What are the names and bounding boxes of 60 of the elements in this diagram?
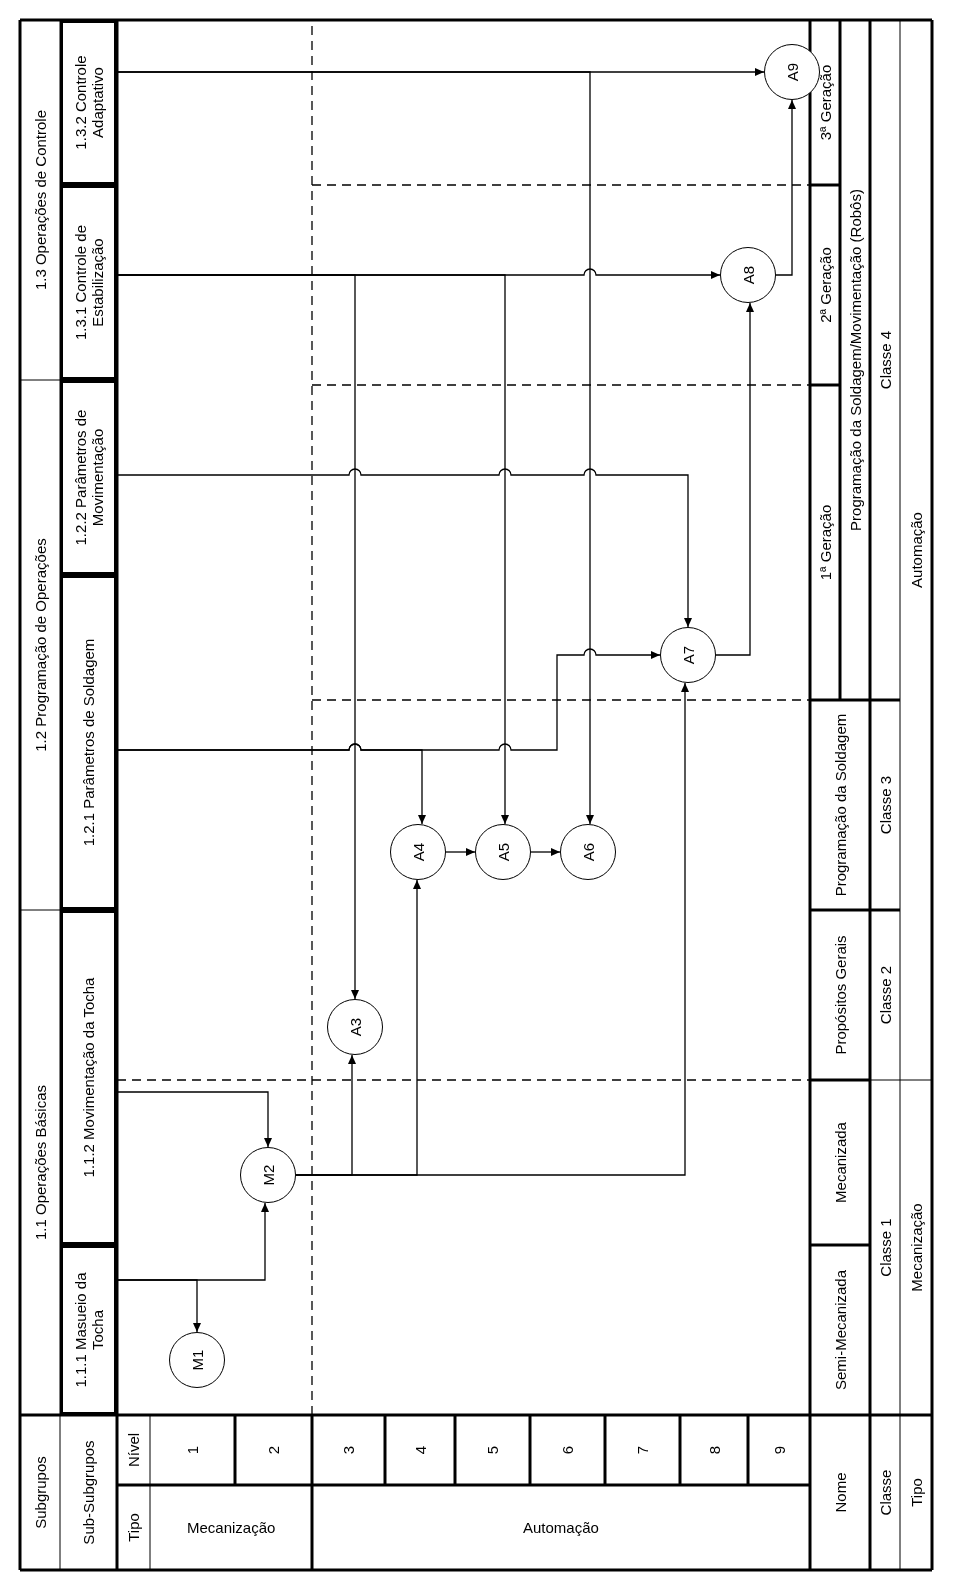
class-label: Classe 3 [876, 775, 894, 835]
connector-arrow [116, 1202, 269, 1281]
circle-node: A4 [390, 824, 446, 880]
generation-label: 2ª Geração [816, 247, 834, 323]
class-label: Classe 4 [876, 330, 894, 390]
connector-arrow [116, 268, 721, 279]
category-label: Propósitos Gerais [831, 935, 849, 1055]
type-label: Automação [523, 1519, 599, 1536]
level-number: 7 [634, 1445, 651, 1455]
row-header: Classe [876, 1469, 894, 1516]
column-header: 1.1.1 Masueio da Tocha [60, 1245, 117, 1415]
connector-arrow [116, 68, 765, 76]
circle-node: A7 [660, 627, 716, 683]
group-header: 1.1 Operações Básicas [31, 1084, 49, 1241]
connector-arrow [116, 468, 692, 628]
row-header: Subgrupos [31, 1456, 49, 1529]
connector-arrow [116, 1091, 272, 1148]
row-header: Nome [831, 1472, 849, 1513]
generation-label: 1ª Geração [816, 504, 834, 581]
column-header: 1.2.1 Parâmetros de Soldagem [60, 575, 117, 910]
circle-node: A9 [764, 44, 820, 100]
class-label: Classe 2 [876, 965, 894, 1025]
column-header: 1.2.2 Parâmetros de Movimentação [60, 380, 117, 575]
circle-node: A5 [475, 824, 531, 880]
connector-arrow [530, 848, 561, 856]
column-header: 1.3.1 Controle de Estabilização [60, 185, 117, 380]
connector-arrow [116, 648, 661, 751]
connector-arrow [295, 682, 689, 1176]
type-label: Mecanização [186, 1519, 276, 1536]
level-number: 4 [411, 1445, 429, 1455]
column-header: 1.3.2 Controle Adaptativo [60, 20, 117, 185]
category-label: Programação da Soldagem/Movimentação (Robôs) [846, 189, 864, 531]
level-number: 8 [705, 1445, 723, 1455]
circle-node: M1 [169, 1332, 225, 1388]
level-number: 6 [559, 1445, 576, 1455]
level-number: 9 [770, 1445, 788, 1455]
connector-arrow [775, 99, 796, 276]
column-header: Nível [125, 1432, 142, 1468]
class-label: Classe 1 [876, 1218, 894, 1277]
type-label: Automação [907, 512, 925, 588]
circle-node: M2 [240, 1147, 296, 1203]
group-header: 1.2 Programação de Operações [31, 538, 49, 752]
row-header: Sub-Subgrupos [80, 1440, 97, 1545]
type-label: Mecanização [907, 1203, 925, 1292]
level-number: 1 [184, 1445, 201, 1455]
column-header: 1.1.2 Movimentação da Tocha [60, 910, 117, 1245]
circle-node: A3 [327, 999, 383, 1055]
circle-node: A8 [720, 247, 776, 303]
level-number: 2 [265, 1445, 282, 1455]
category-label: Mecanizada [831, 1122, 849, 1203]
row-header: Tipo [907, 1478, 925, 1507]
connector-arrow [715, 302, 754, 656]
connector-arrow [445, 848, 476, 856]
level-number: 5 [484, 1445, 501, 1455]
column-header: Tipo [125, 1513, 142, 1542]
category-label: Programação da Soldagem [831, 713, 849, 897]
category-label: Semi-Mecanizada [831, 1269, 849, 1391]
level-number: 3 [340, 1445, 357, 1455]
circle-node: A6 [560, 824, 616, 880]
group-header: 1.3 Operações de Controle [31, 109, 49, 291]
